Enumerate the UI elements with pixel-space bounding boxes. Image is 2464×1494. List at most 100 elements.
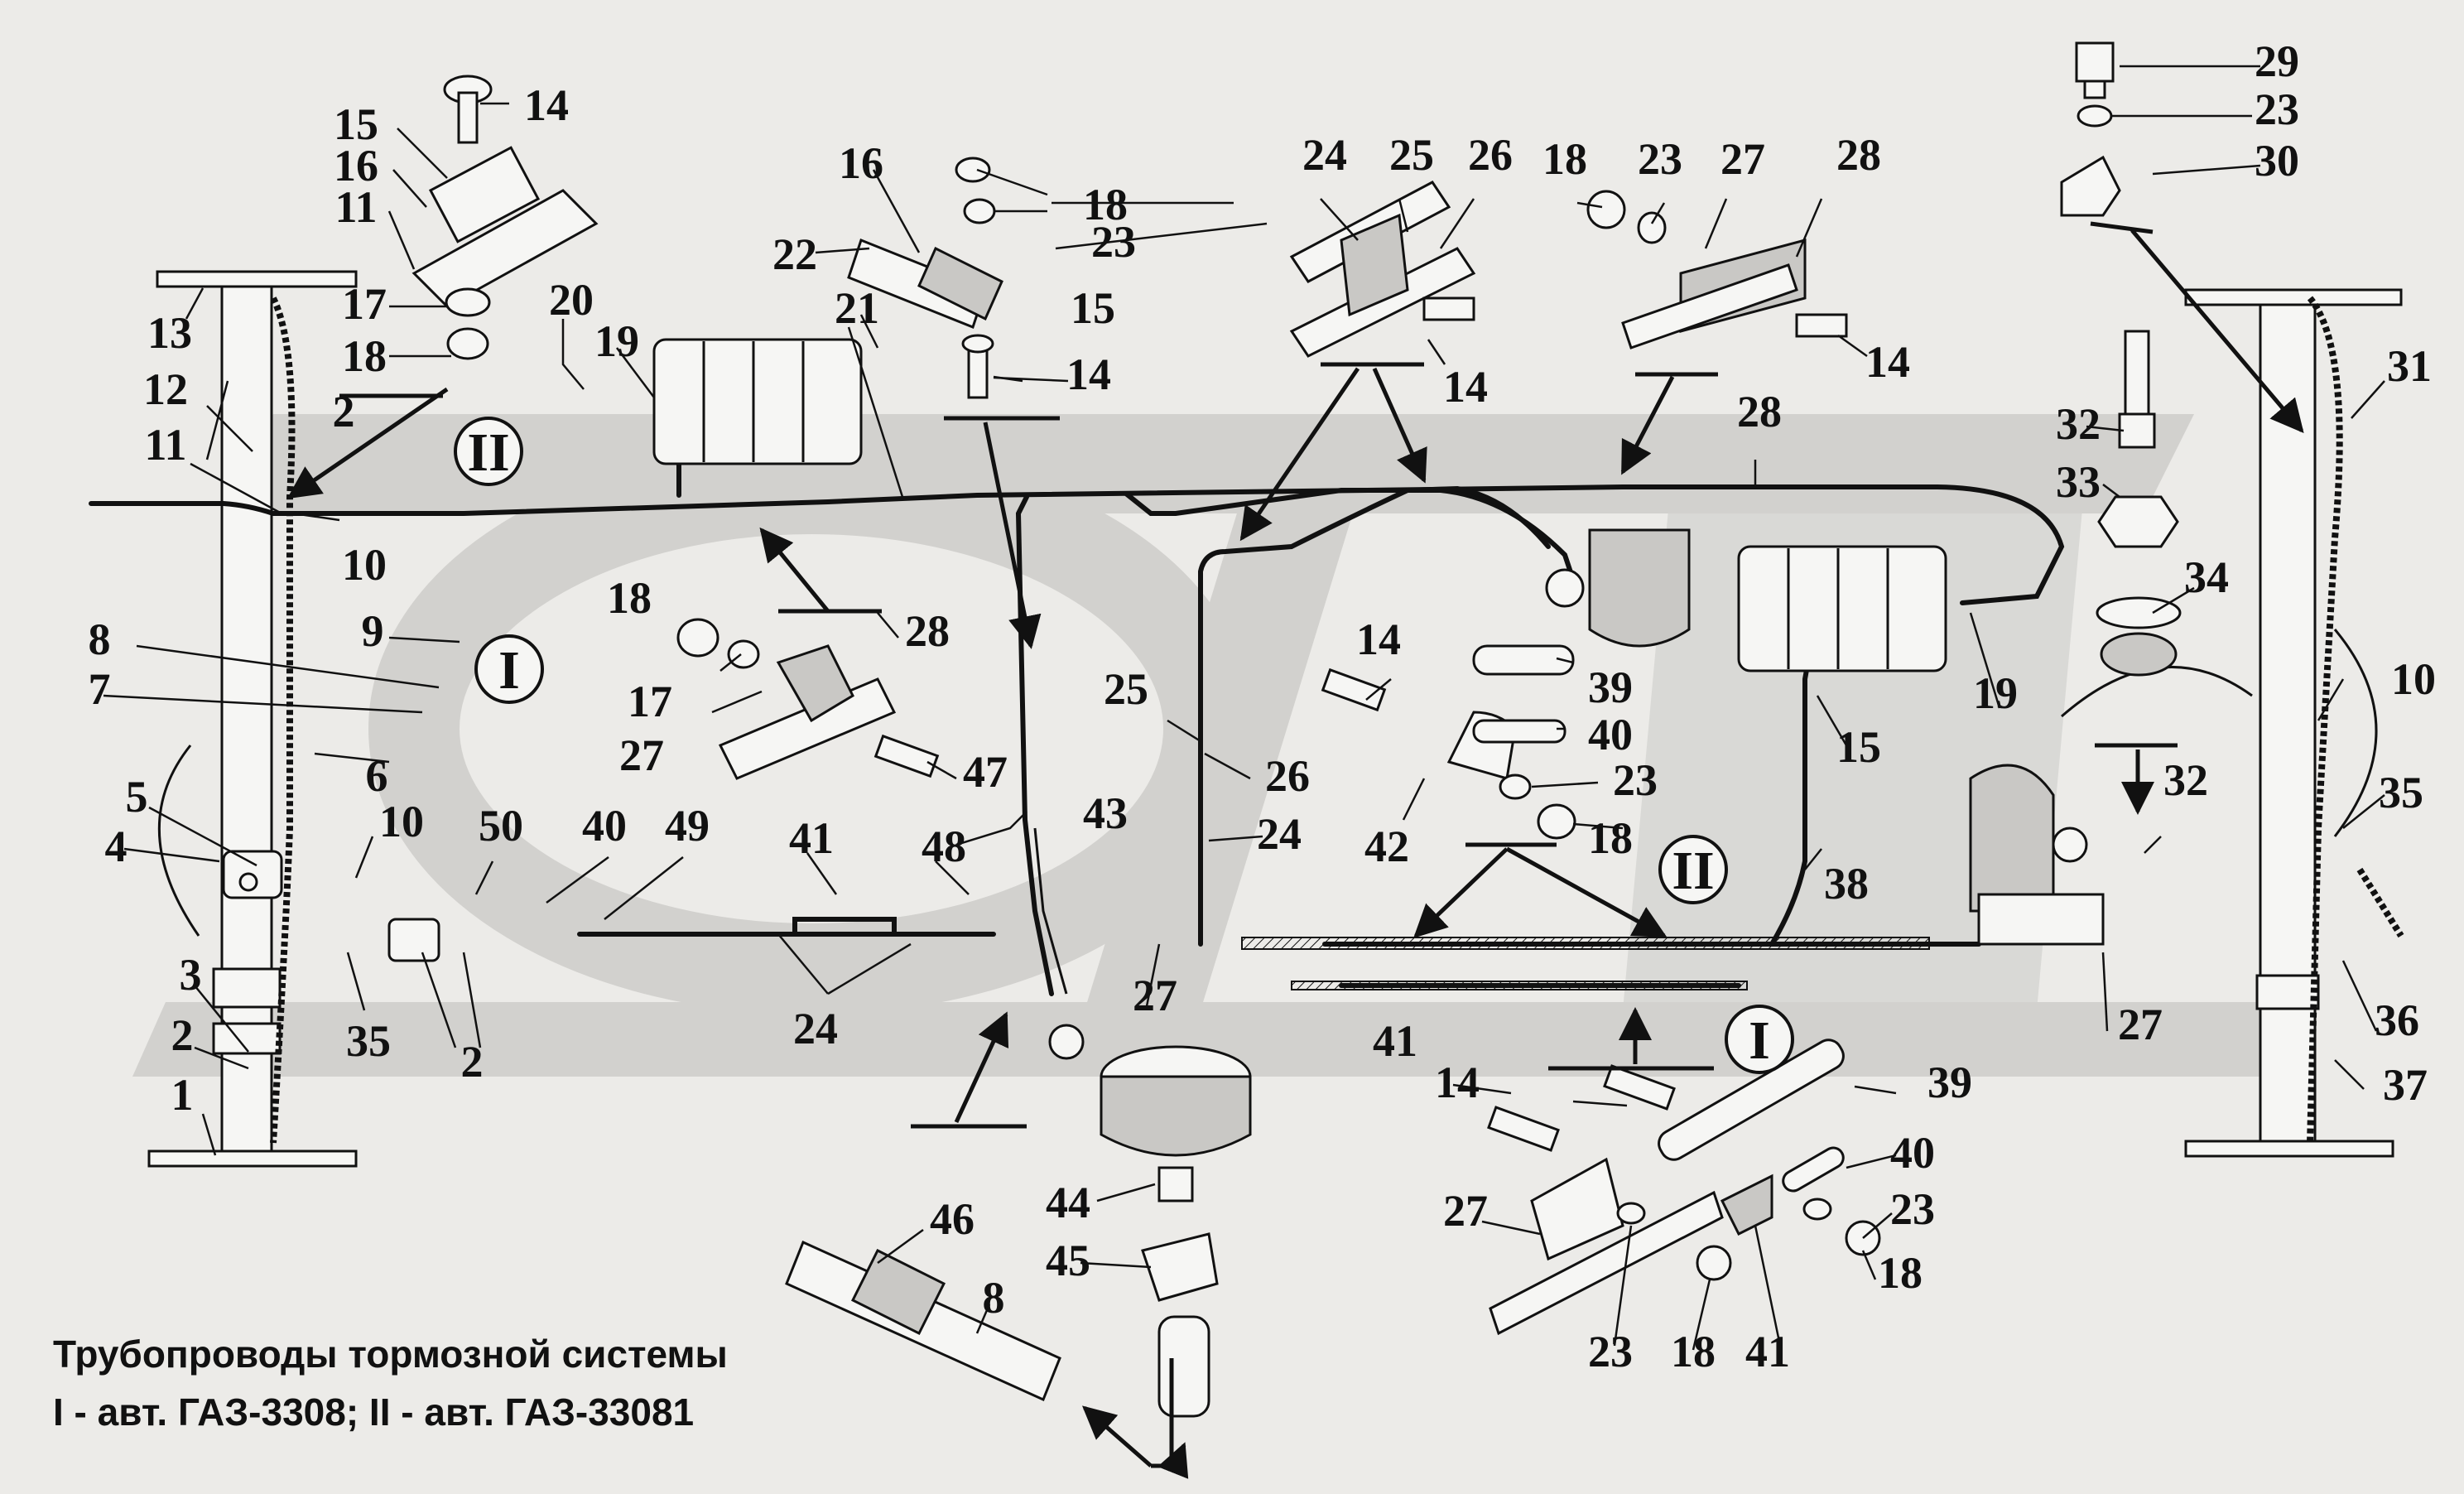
callout-number: 2 [461,1037,484,1087]
callout-number: 37 [2383,1060,2428,1110]
callout-number: 30 [2255,136,2299,186]
callout-number: 23 [1613,755,1658,805]
callout-number: 14 [1066,349,1111,399]
callout-number: 27 [1133,971,1177,1020]
caption-title: Трубопроводы тормозной системы [53,1333,728,1376]
callout-number: 14 [1865,337,1910,387]
callout-number: 16 [839,138,883,188]
callout-number: 41 [1373,1016,1417,1066]
callout-number: 13 [147,308,192,358]
callout-number: 25 [1389,130,1434,180]
left-frame-pillar [147,270,358,1168]
callout-number: 34 [2184,552,2229,602]
callout-number: 18 [607,573,652,623]
callout-number: 19 [1973,668,2018,718]
callout-number: 50 [479,801,523,851]
callout-number: 2 [333,387,355,436]
callout-number: 42 [1364,822,1409,871]
callout-number: 11 [144,420,186,470]
view-mark-II-center: II [1658,835,1728,904]
view-mark-I-center: I [1725,1005,1794,1074]
callout-number: 24 [1257,809,1302,859]
callout-number: 35 [2379,768,2423,817]
receiver-cylinder-right [1737,545,1947,672]
hardware-parts [411,41,2182,1418]
callout-number: 15 [1836,722,1881,772]
callout-number: 40 [582,801,627,851]
callout-number: 27 [619,730,664,780]
callout-number: 1 [171,1070,194,1120]
callout-number: 11 [334,182,377,232]
callout-number: 18 [342,331,387,381]
callout-number: 5 [126,772,148,822]
callout-number: 10 [379,797,424,846]
roman-view-marks: II I II I [454,417,1794,1074]
callout-number: 35 [346,1016,391,1066]
callout-number: 29 [2255,36,2299,86]
callout-number: 26 [1468,130,1513,180]
callout-number: 12 [143,364,188,414]
callout-number: 32 [2163,755,2208,805]
braided-hoses [270,296,2404,1144]
callout-number: 28 [1737,387,1782,436]
brake-chamber-center [1545,528,1691,648]
callout-number: 48 [922,822,966,871]
view-arrows [290,221,2302,1479]
callout-number: 14 [524,80,569,130]
callout-number: 28 [1836,130,1881,180]
callout-number: 6 [366,751,388,801]
callout-number: 18 [1542,134,1587,184]
callout-number: 19 [594,316,639,366]
callout-number: 23 [1588,1327,1633,1376]
callout-number: 31 [2387,341,2432,391]
view-mark-label: I [498,640,520,701]
callout-number: 28 [905,606,950,656]
callout-number: 23 [2255,84,2299,134]
callout-number: 40 [1890,1128,1935,1178]
callout-number: 18 [1588,813,1633,863]
callout-number: 7 [89,664,111,714]
view-mark-label: II [467,422,509,483]
view-mark-label: I [1749,1010,1770,1071]
callout-number: 20 [549,275,594,325]
callout-number: 22 [772,229,817,279]
callout-number: 3 [180,950,202,1000]
callout-number: 2 [171,1010,194,1060]
view-mark-I-left: I [474,634,544,704]
callout-number: 41 [1745,1327,1790,1376]
callout-number: 8 [89,614,111,664]
callout-number: 8 [983,1273,1005,1323]
callout-number: 45 [1046,1236,1090,1285]
brake-chamber-right [1969,764,2105,946]
callout-number: 23 [1638,134,1682,184]
callout-number: 10 [2391,654,2436,704]
callout-number: 4 [105,822,128,871]
callout-number: 17 [342,279,387,329]
callout-number: 33 [2056,457,2101,507]
callout-number: 47 [963,747,1008,797]
callout-number: 46 [930,1194,975,1244]
callout-number: 17 [628,677,672,726]
callout-number: 23 [1890,1184,1935,1234]
callout-number: 21 [835,283,879,333]
callout-number: 10 [342,540,387,590]
callout-number: 26 [1265,751,1310,801]
callout-number: 27 [1443,1186,1488,1236]
callout-number: 15 [1071,283,1115,333]
view-mark-label: II [1672,841,1714,901]
callout-number: 27 [1720,134,1765,184]
view-mark-II-left: II [454,417,523,486]
callout-number: 36 [2375,995,2419,1045]
callout-number: 18 [1083,180,1128,229]
callout-number: 39 [1588,663,1633,712]
callout-number: 16 [334,141,378,190]
callout-number: 9 [362,606,384,656]
callout-number: 44 [1046,1178,1090,1227]
callout-number: 32 [2056,399,2101,449]
callout-number: 39 [1927,1058,1972,1107]
callout-number: 14 [1435,1058,1480,1107]
callout-number: 14 [1356,614,1401,664]
